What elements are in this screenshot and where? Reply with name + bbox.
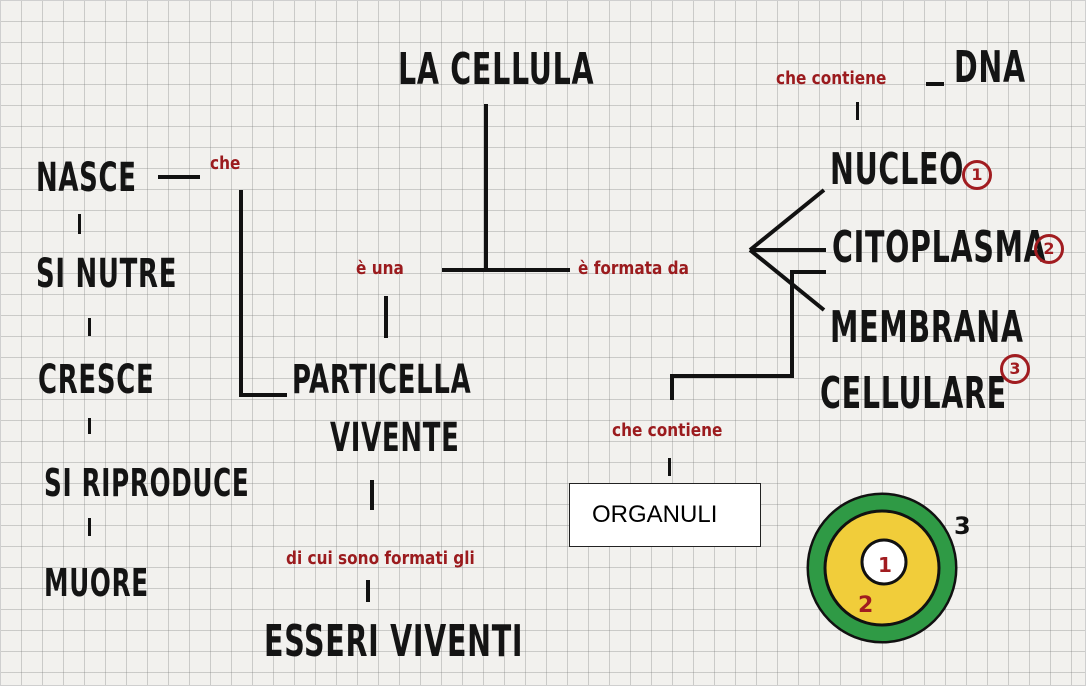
chain-cresce: CRESCE xyxy=(38,357,155,403)
component-nucleo: NUCLEO xyxy=(830,144,965,195)
line-dicui-down xyxy=(366,580,370,602)
connector-e-formata-da: è formata da xyxy=(578,258,689,279)
tick-riproduce xyxy=(88,518,91,536)
connector-di-cui: di cui sono formati gli xyxy=(286,548,475,569)
organuli-box: ORGANULI xyxy=(569,483,761,547)
cell-label-1: 1 xyxy=(878,553,892,577)
line-nasce-che xyxy=(158,175,200,179)
cell-membrane xyxy=(806,492,958,644)
tick-nutre xyxy=(88,318,91,336)
tick-dna xyxy=(856,102,859,120)
line-organuli-bar xyxy=(670,374,794,378)
line-che-foot xyxy=(239,393,287,397)
cell-label-2: 2 xyxy=(858,593,873,618)
tick-cresce xyxy=(88,418,91,434)
line-title-stem xyxy=(484,104,488,270)
line-eunna-down xyxy=(384,296,388,338)
component-cellulare: CELLULARE xyxy=(820,368,1007,419)
chain-si-nutre: SI NUTRE xyxy=(36,251,178,297)
number-badge-3: 3 xyxy=(1000,354,1030,384)
component-membrana: MEMBRANA xyxy=(830,302,1024,353)
cell-label-3: 3 xyxy=(954,512,971,540)
tick-organuli xyxy=(668,458,671,476)
connector-che-contiene-organuli: che contiene xyxy=(612,420,723,441)
number-badge-2: 2 xyxy=(1034,234,1064,264)
line-membrana-top xyxy=(790,270,826,274)
chain-si-riproduce: SI RIPRODUCE xyxy=(44,461,250,505)
branch-to-membrana xyxy=(748,248,826,312)
line-membrana-up xyxy=(790,270,794,378)
connector-che: che xyxy=(210,153,241,174)
branch-to-nucleo xyxy=(748,188,826,252)
cell-nucleus xyxy=(860,538,908,586)
connector-e-una: è una xyxy=(356,258,404,279)
chain-muore: MUORE xyxy=(44,561,149,605)
chain-nasce: NASCE xyxy=(36,155,137,201)
line-title-bar xyxy=(442,268,570,272)
dna-label: DNA xyxy=(954,42,1026,93)
cell-membrane-fill xyxy=(809,495,955,641)
component-citoplasma: CITOPLASMA xyxy=(832,222,1047,273)
esseri-viventi: ESSERI VIVENTI xyxy=(264,616,524,667)
line-organuli-up xyxy=(670,374,674,400)
title: LA CELLULA xyxy=(398,44,595,95)
line-particella-down xyxy=(370,480,374,510)
particella-line2: VIVENTE xyxy=(330,415,460,461)
particella-line1: PARTICELLA xyxy=(292,357,472,403)
line-che-down xyxy=(239,190,243,396)
line-contiene-dna xyxy=(926,82,944,86)
number-badge-1: 1 xyxy=(962,160,992,190)
connector-che-contiene-dna: che contiene xyxy=(776,68,887,89)
tick-nasce xyxy=(78,214,81,234)
